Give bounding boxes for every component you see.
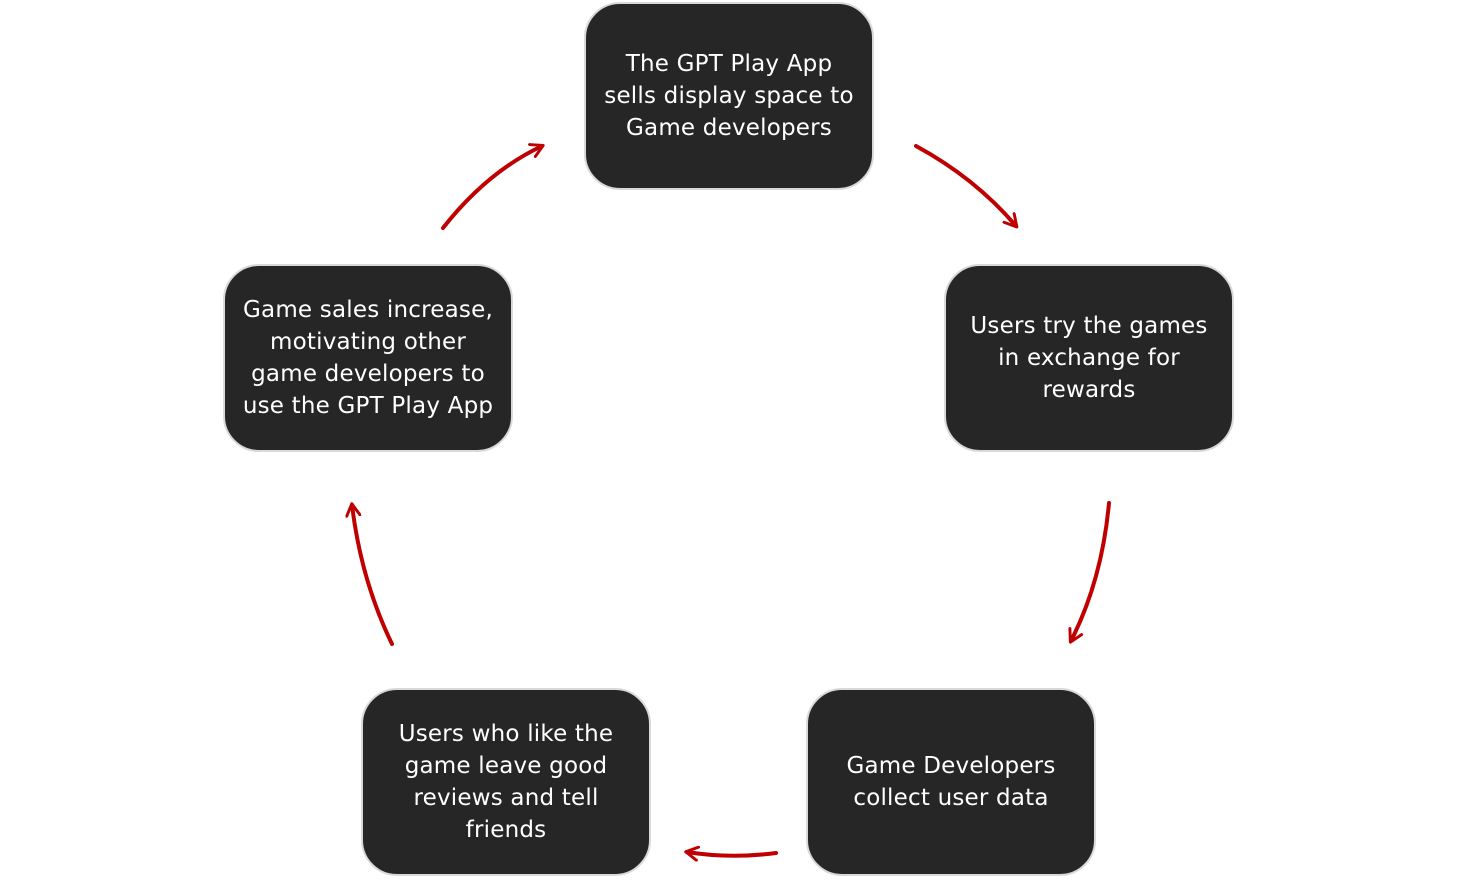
node-users-leave-reviews: Users who like the game leave good revie…: [361, 688, 651, 876]
arrow-4-to-5: [352, 505, 394, 646]
arrow-5-to-1: [441, 146, 542, 230]
node-label: Users try the games in exchange for rewa…: [970, 313, 1208, 403]
arrow-3-to-4: [687, 852, 778, 856]
node-label: Users who like the game leave good revie…: [398, 721, 614, 843]
node-collect-user-data: Game Developers collect user data: [806, 688, 1096, 876]
node-sells-display-space: The GPT Play App sells display space to …: [584, 2, 874, 190]
node-label: Game Developers collect user data: [846, 753, 1056, 811]
arrow-1-to-2: [914, 144, 1016, 226]
node-label: Game sales increase, motivating other ga…: [242, 297, 494, 419]
node-users-try-games: Users try the games in exchange for rewa…: [944, 264, 1234, 452]
node-label: The GPT Play App sells display space to …: [604, 51, 854, 141]
node-game-sales-increase: Game sales increase, motivating other ga…: [223, 264, 513, 452]
arrow-2-to-3: [1071, 501, 1111, 641]
